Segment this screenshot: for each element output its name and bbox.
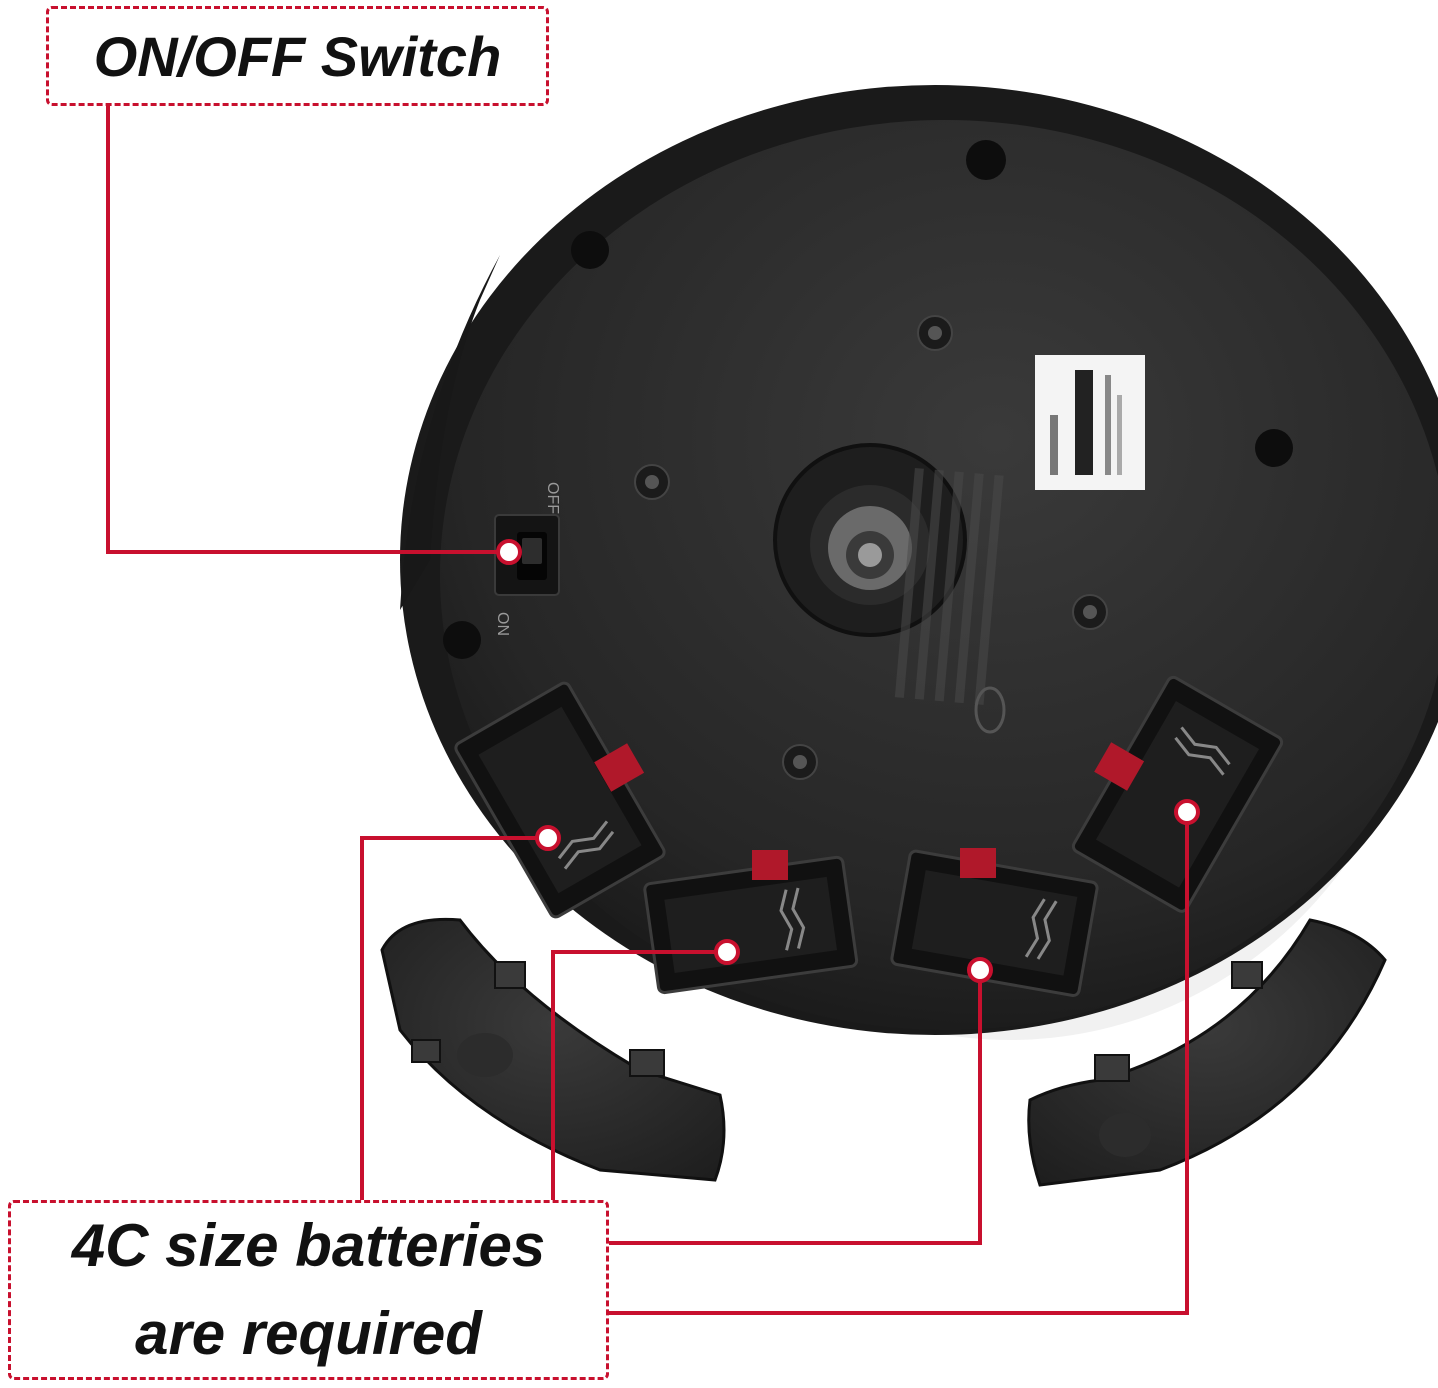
screw	[634, 464, 670, 500]
battery-callout: 4C size batteries are required	[8, 1200, 609, 1380]
battery-callout-line2: are required	[135, 1300, 482, 1367]
battery-compartment	[454, 681, 666, 919]
screw	[1072, 594, 1108, 630]
battery-marker-dot	[535, 825, 561, 851]
battery-callout-line1: 4C size batteries	[71, 1212, 546, 1279]
switch-on-text: ON	[494, 612, 511, 636]
battery-compartment	[643, 855, 859, 995]
battery-clip-tab	[752, 850, 788, 880]
fountain-base: OFF ON	[400, 85, 1438, 1035]
screw-hole	[966, 140, 1006, 180]
switch-callout: ON/OFF Switch	[46, 6, 549, 106]
screw	[917, 315, 953, 351]
battery-leader-line	[609, 812, 1189, 1315]
battery-clip-tab	[594, 743, 645, 792]
embossed-patent-text	[894, 468, 1004, 705]
battery-cover-right	[1027, 918, 1387, 1187]
battery-leader-line	[360, 836, 548, 1200]
battery-marker-dot	[1174, 799, 1200, 825]
screw	[782, 744, 818, 780]
battery-leader-line	[551, 950, 727, 1200]
switch-leader-line	[106, 106, 509, 554]
battery-clip-tab	[1094, 742, 1145, 791]
battery-clip-tab	[960, 848, 996, 878]
battery-compartment	[1071, 675, 1284, 913]
on-off-switch[interactable]	[494, 514, 560, 596]
callout-leader-lines	[106, 106, 1189, 1315]
pump-hub	[773, 443, 967, 637]
battery-leader-line	[609, 970, 982, 1245]
switch-marker-dot	[496, 539, 522, 565]
screw-hole	[443, 621, 481, 659]
callout-marker-dots	[496, 539, 1200, 983]
battery-marker-dot	[714, 939, 740, 965]
switch-off-text: OFF	[544, 482, 561, 514]
certification-mark-icon	[974, 686, 1006, 734]
battery-marker-dot	[967, 957, 993, 983]
screw-hole	[571, 231, 609, 269]
screw-hole	[1255, 429, 1293, 467]
switch-callout-text: ON/OFF Switch	[93, 24, 502, 88]
battery-compartment	[890, 849, 1099, 998]
product-label-sticker	[1035, 355, 1145, 490]
